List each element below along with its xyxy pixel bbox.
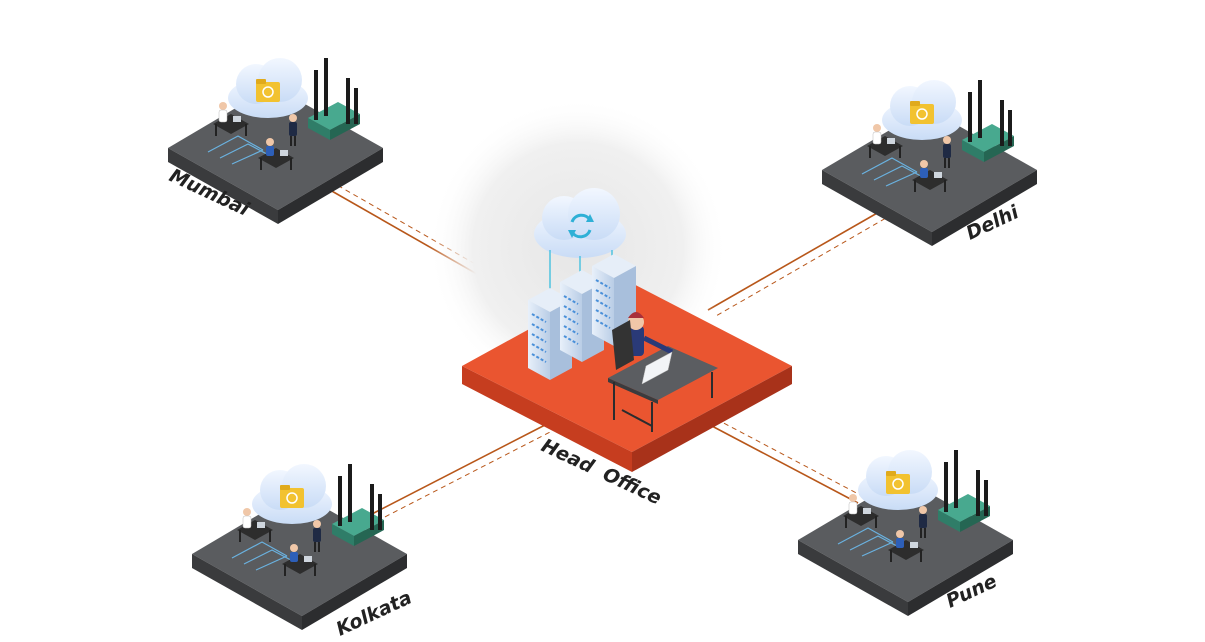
cloud-sync-icon [534, 188, 626, 258]
link-kolkata [369, 424, 553, 522]
head-office-node [462, 188, 792, 472]
link-pune [709, 418, 865, 504]
manager-desk-icon [608, 312, 718, 432]
server-rack-icon [528, 254, 636, 380]
link-delhi [707, 207, 894, 317]
